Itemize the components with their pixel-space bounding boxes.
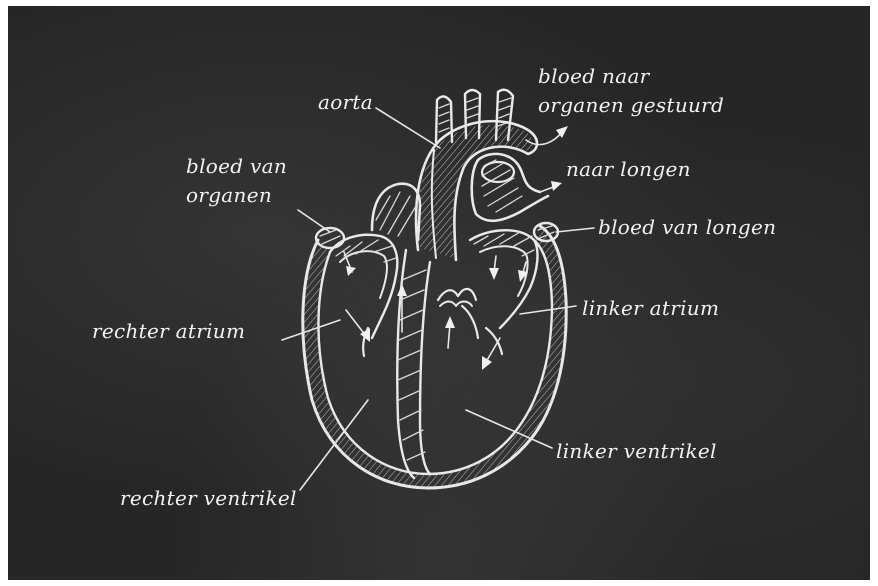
label-rechter-ventrikel: rechter ventrikel <box>120 484 297 513</box>
septum <box>397 250 430 478</box>
label-linker-ventrikel: linker ventrikel <box>556 437 717 466</box>
leader-aorta <box>376 108 440 148</box>
aorta-arch <box>416 121 537 260</box>
label-linker-atrium: linker atrium <box>582 294 719 323</box>
heart-valves <box>363 289 502 356</box>
vena-cava <box>316 184 420 248</box>
label-rechter-atrium: rechter atrium <box>92 317 245 346</box>
label-bloed-van-longen: bloed van longen <box>598 213 776 242</box>
label-naar-longen: naar longen <box>566 155 691 184</box>
flow-arrows <box>344 252 528 370</box>
leader-bloed-van-longen <box>556 228 594 232</box>
right-atrium-chamber <box>330 235 397 338</box>
label-aorta: aorta <box>318 88 373 117</box>
pulmonary-trunk <box>472 154 548 221</box>
label-bloed-naar-organen: bloed naar organen gestuurd <box>538 62 724 120</box>
leader-bloed-van-organen <box>298 210 330 232</box>
label-bloed-van-organen: bloed van organen <box>186 152 287 210</box>
